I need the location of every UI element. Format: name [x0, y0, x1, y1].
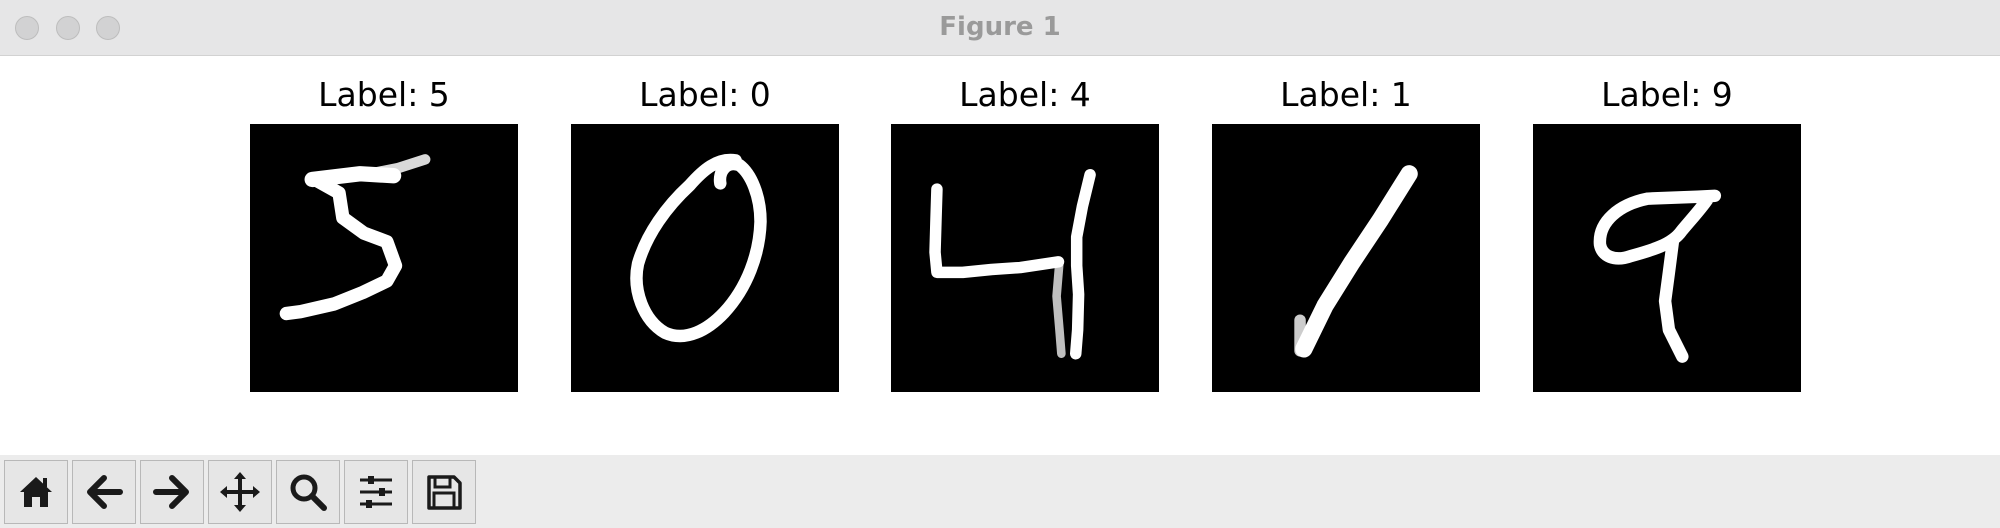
subplot-title: Label: 9 — [1601, 75, 1733, 114]
subplot-title: Label: 1 — [1280, 75, 1412, 114]
zoom-window-button[interactable] — [96, 16, 120, 40]
window-title: Figure 1 — [939, 12, 1061, 42]
back-arrow-icon — [87, 475, 123, 509]
navigation-toolbar — [0, 455, 2000, 528]
digit-image-0 — [571, 124, 839, 392]
window-titlebar: Figure 1 — [0, 0, 2000, 56]
digit-image-5 — [250, 124, 518, 392]
close-window-button[interactable] — [15, 16, 39, 40]
home-icon — [20, 477, 52, 507]
digit-image-9-drawing — [1593, 189, 1722, 363]
configure-subplots-button[interactable] — [344, 460, 408, 524]
digit-image-4 — [891, 124, 1159, 392]
save-button[interactable] — [412, 460, 476, 524]
digit-image-1 — [1212, 124, 1480, 392]
save-floppy-icon — [427, 475, 462, 510]
digit-image-5-drawing — [279, 154, 431, 321]
pan-move-icon — [220, 472, 260, 512]
zoom-button[interactable] — [276, 460, 340, 524]
pan-button[interactable] — [208, 460, 272, 524]
home-button[interactable] — [4, 460, 68, 524]
digit-image-4-drawing — [929, 168, 1096, 360]
figure-canvas: Label: 5 Label: 0 Label: 4 — [0, 57, 2000, 455]
digit-image-1-drawing — [1294, 165, 1418, 358]
configure-subplots-icon — [360, 476, 392, 508]
back-button[interactable] — [72, 460, 136, 524]
forward-arrow-icon — [153, 475, 189, 509]
minimize-window-button[interactable] — [56, 16, 80, 40]
digit-image-0-drawing — [630, 153, 767, 343]
forward-button[interactable] — [140, 460, 204, 524]
zoom-magnifier-icon — [290, 474, 327, 511]
subplot-title: Label: 5 — [318, 75, 450, 114]
subplot-title: Label: 4 — [959, 75, 1091, 114]
digit-image-9 — [1533, 124, 1801, 392]
subplot-title: Label: 0 — [639, 75, 771, 114]
